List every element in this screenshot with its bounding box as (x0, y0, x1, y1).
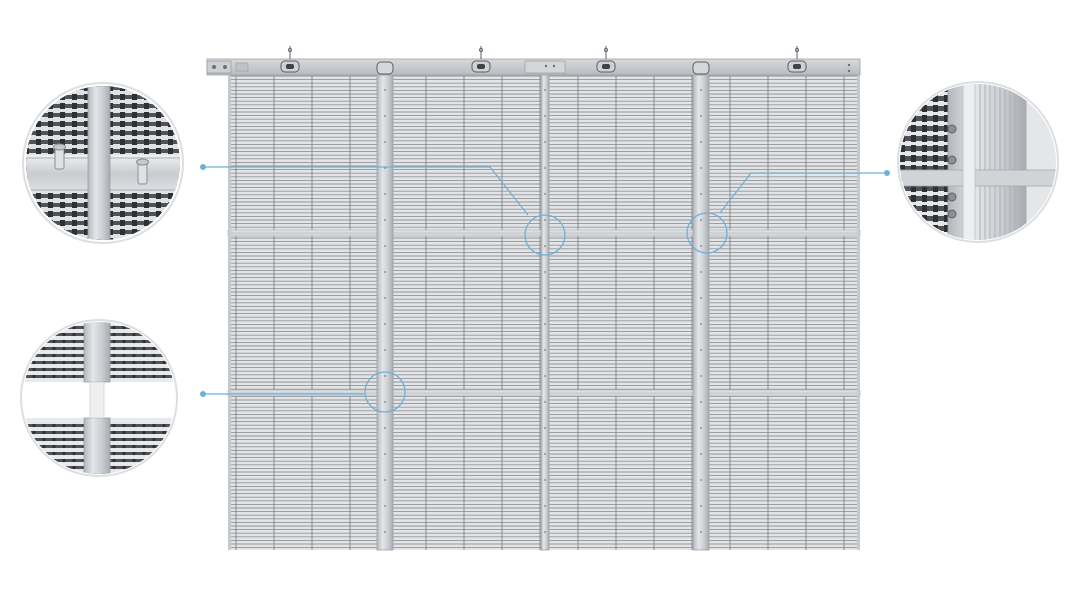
vertical-frame-posts (228, 61, 860, 551)
highlight-circle-right (686, 212, 728, 254)
connector-line-top-left (204, 166, 529, 216)
connector-pin (53, 143, 149, 185)
frame-bolts (947, 124, 957, 219)
detail-callout-right (897, 81, 1059, 243)
top-mounting-rail (206, 58, 861, 76)
connector-dot-bottom-left (200, 391, 206, 397)
detail-callout-bottom-left (20, 319, 178, 477)
highlight-circle-center (524, 214, 566, 256)
connector-line-right (719, 172, 886, 214)
connector-dot-right (884, 170, 890, 176)
highlight-circle-bottom (364, 371, 406, 413)
detail-callout-top-left (22, 82, 184, 244)
hanging-points (280, 46, 807, 75)
connector-dot-top-left (200, 164, 206, 170)
vertical-ribs (235, 76, 845, 550)
callout-connectors (200, 164, 890, 413)
led-screen (206, 46, 861, 551)
